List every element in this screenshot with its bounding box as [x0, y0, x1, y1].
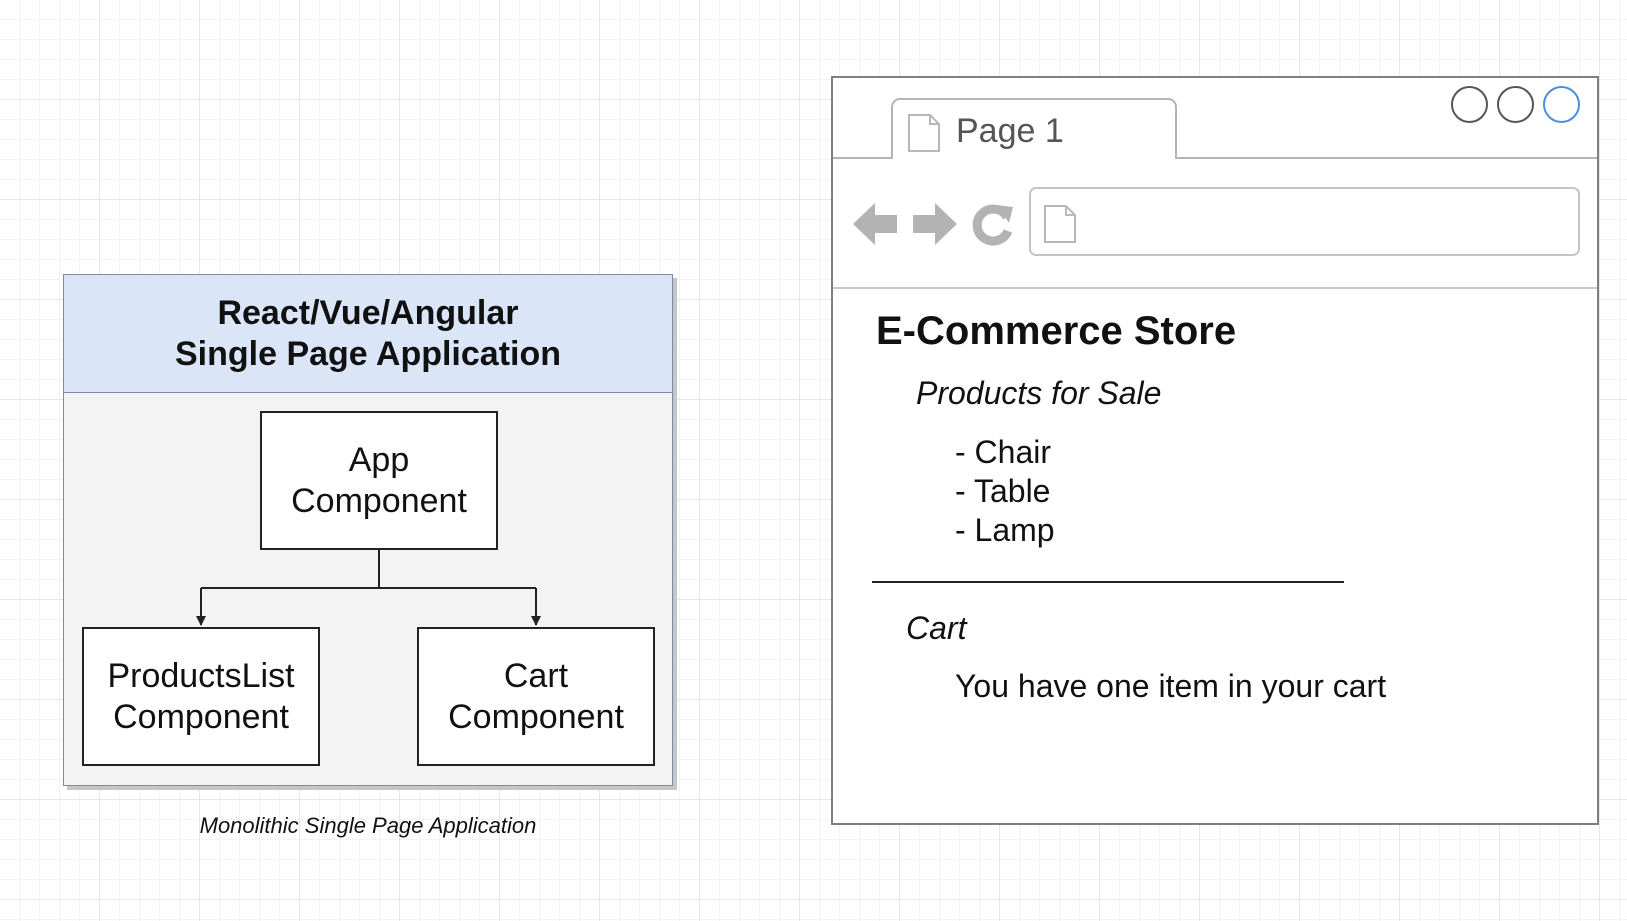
tab-bar-divider: [833, 157, 1597, 159]
window-button-2[interactable]: [1497, 86, 1534, 123]
tab-page-1[interactable]: Page 1: [891, 98, 1177, 159]
products-heading: Products for Sale: [916, 375, 1162, 411]
back-arrow-icon[interactable]: [851, 199, 901, 249]
product-list: - Chair - Table - Lamp: [955, 433, 1055, 550]
browser-window: Page 1 E-Commerce Store Products for: [831, 76, 1599, 825]
spa-container: React/Vue/Angular Single Page Applicatio…: [63, 274, 673, 786]
spa-title-line2: Single Page Application: [174, 334, 562, 373]
app-component-line1: App: [348, 440, 410, 479]
product-item: - Table: [955, 473, 1051, 509]
product-item: - Lamp: [955, 512, 1055, 548]
spa-header: React/Vue/Angular Single Page Applicatio…: [64, 275, 672, 393]
window-controls: [1451, 86, 1580, 130]
spa-title-line1: React/Vue/Angular: [217, 293, 519, 332]
forward-arrow-icon[interactable]: [909, 199, 959, 249]
app-component-line2: Component: [291, 481, 467, 520]
page-icon: [1044, 205, 1076, 243]
tab-bar: Page 1: [833, 78, 1597, 159]
window-button-1[interactable]: [1451, 86, 1488, 123]
page-icon: [908, 114, 940, 152]
cart-component-box: Cart Component: [417, 627, 655, 766]
productslist-component-line2: Component: [113, 697, 289, 736]
tab-label: Page 1: [956, 112, 1064, 150]
productslist-component-line1: ProductsList: [107, 656, 295, 695]
product-item: - Chair: [955, 434, 1052, 470]
window-button-3[interactable]: [1543, 86, 1580, 123]
cart-message: You have one item in your cart: [955, 668, 1387, 704]
app-component-box: App Component: [260, 411, 498, 550]
page-content: E-Commerce Store Products for Sale - Cha…: [833, 289, 1597, 823]
content-divider: [872, 581, 1344, 583]
address-bar[interactable]: [1029, 187, 1580, 256]
cart-component-line1: Cart: [503, 656, 569, 695]
store-title: E-Commerce Store: [876, 309, 1237, 353]
productslist-component-box: ProductsList Component: [82, 627, 320, 766]
browser-toolbar: [833, 159, 1597, 289]
cart-heading: Cart: [906, 610, 967, 646]
reload-icon[interactable]: [967, 199, 1017, 249]
cart-component-line2: Component: [448, 697, 624, 736]
diagram-caption: Monolithic Single Page Application: [199, 813, 537, 838]
